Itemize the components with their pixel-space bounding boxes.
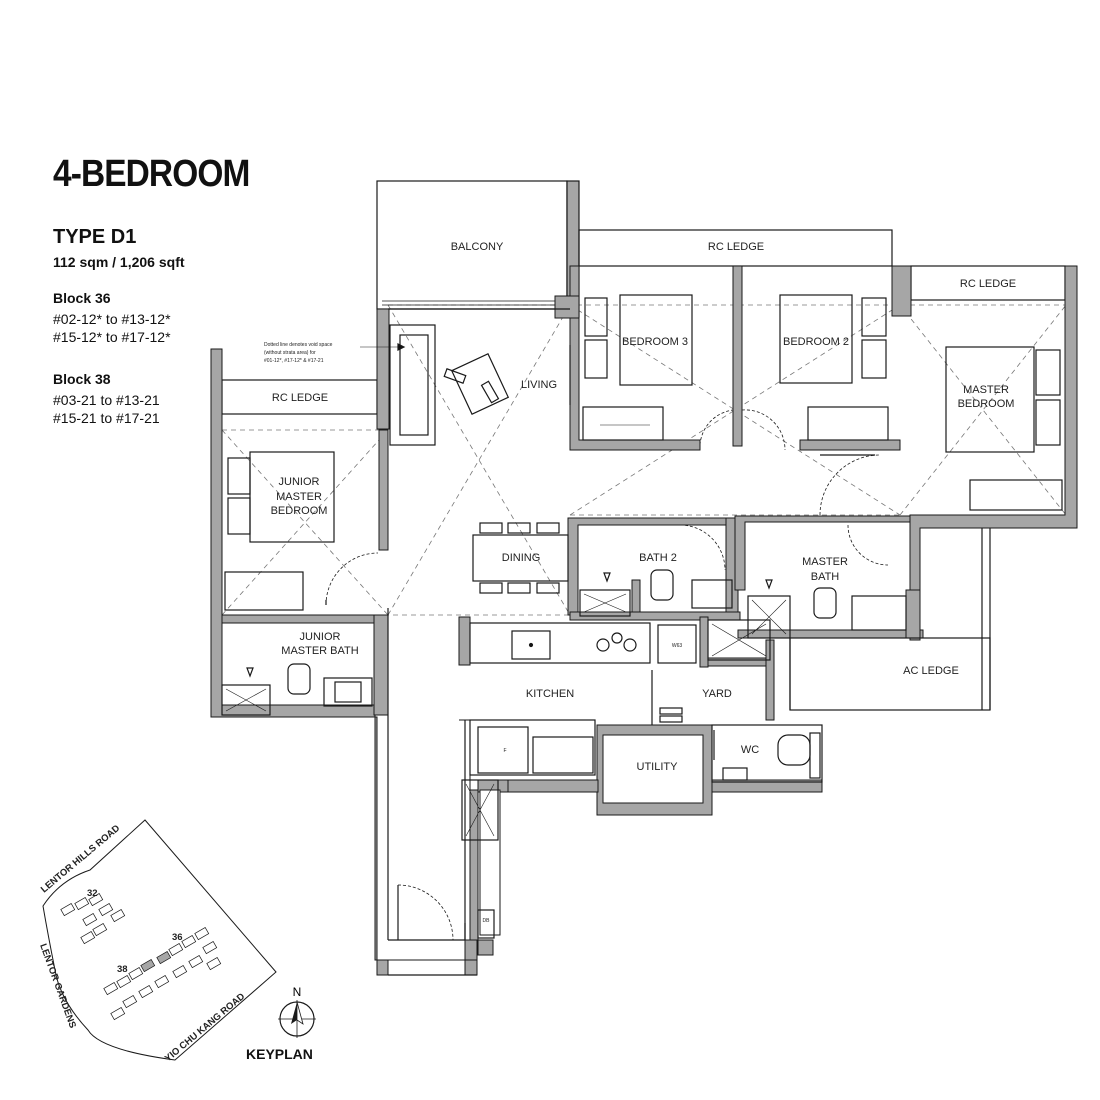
- yard-label: YARD: [702, 688, 732, 700]
- rc-ledge-right-label: RC LEDGE: [960, 278, 1016, 290]
- master-bedroom-label: BEDROOM: [958, 398, 1015, 410]
- bath2-label: BATH 2: [639, 552, 677, 564]
- north-label: N: [293, 985, 302, 999]
- bed: [619, 294, 693, 386]
- north-arrow-icon: N: [278, 985, 316, 1038]
- sofa: [389, 324, 436, 446]
- unit-range: #03-21 to #13-21: [53, 392, 160, 408]
- block-36-units: #02-12* to #13-12* #15-12* to #17-12*: [53, 310, 171, 346]
- void-note: Dotted line denotes void space (without …: [264, 342, 333, 364]
- toilet: [287, 663, 311, 695]
- road-label: YIO CHU KANG ROAD: [163, 991, 247, 1064]
- block-32-label: 32: [87, 888, 98, 899]
- unit-range: #15-21 to #17-21: [53, 410, 160, 426]
- bed: [945, 346, 1035, 453]
- dining-label: DINING: [502, 552, 541, 564]
- db-label: DB: [483, 918, 491, 924]
- road-label: LENTOR HILLS ROAD: [39, 823, 122, 896]
- living-label: LIVING: [521, 379, 557, 391]
- unit-type: TYPE D1: [53, 226, 137, 248]
- ac-ledge-label: AC LEDGE: [903, 665, 959, 677]
- void-note-line: (without strata area) for: [264, 350, 316, 356]
- ac-ledge: [789, 637, 991, 711]
- walls: [210, 265, 1078, 976]
- block-38-label: Block 38: [53, 371, 111, 387]
- toilet: [650, 569, 674, 601]
- junior-bath-label: JUNIOR: [300, 631, 341, 643]
- junior-bedroom-label: MASTER: [276, 491, 322, 503]
- block-36-label: Block 36: [53, 290, 111, 306]
- rc-ledge-top-label: RC LEDGE: [708, 241, 764, 253]
- block-36-keyplan-label: 36: [172, 932, 183, 943]
- unit-range: #02-12* to #13-12*: [53, 311, 171, 327]
- washing-machine: [657, 624, 697, 664]
- bedroom2-label: BEDROOM 2: [783, 336, 849, 348]
- toilet: [777, 734, 811, 766]
- void-note-line: #01-12*, #17-12* & #17-21: [264, 358, 324, 364]
- dining-table: [472, 534, 569, 582]
- junior-bath-label: MASTER BATH: [281, 645, 358, 657]
- kitchen-counter: [469, 622, 651, 664]
- void-lines: [221, 304, 1067, 616]
- void-note-line: Dotted line denotes void space: [264, 342, 333, 348]
- fridge-label: F: [503, 748, 506, 754]
- kitchen-label: KITCHEN: [526, 688, 574, 700]
- toilet: [813, 587, 837, 619]
- wm-label: W63: [672, 643, 683, 649]
- utility-label: UTILITY: [637, 761, 679, 773]
- coffee-table: [450, 352, 510, 416]
- bed: [779, 294, 853, 384]
- junior-bedroom-label: BEDROOM: [271, 505, 328, 517]
- keyplan-title: KEYPLAN: [246, 1046, 313, 1062]
- rc-ledge-left-label: RC LEDGE: [272, 392, 328, 404]
- block-38-keyplan-label: 38: [117, 964, 128, 975]
- junior-bedroom-label: JUNIOR: [279, 476, 320, 488]
- unit-range: #15-12* to #17-12*: [53, 329, 171, 345]
- room-labels: BALCONY RC LEDGE RC LEDGE RC LEDGE LIVIN…: [271, 241, 1017, 924]
- kitchen-counter-lower: [469, 719, 596, 776]
- master-bath-label: BATH: [811, 571, 840, 583]
- keyplan-map: 32 36 38 LENTOR HILLS ROAD LENTOR GARDEN…: [37, 819, 277, 1064]
- unit-size: 112 sqm / 1,206 sqft: [53, 254, 185, 270]
- page-title: 4-BEDROOM: [53, 153, 250, 195]
- bed: [249, 451, 335, 543]
- wc-label: WC: [741, 744, 759, 756]
- master-bath-label: MASTER: [802, 556, 848, 568]
- master-bedroom-label: MASTER: [963, 384, 1009, 396]
- road-label: LENTOR GARDENS: [37, 942, 78, 1029]
- bedroom3-label: BEDROOM 3: [622, 336, 688, 348]
- balcony-label: BALCONY: [451, 241, 504, 253]
- block-38-units: #03-21 to #13-21 #15-21 to #17-21: [53, 391, 160, 427]
